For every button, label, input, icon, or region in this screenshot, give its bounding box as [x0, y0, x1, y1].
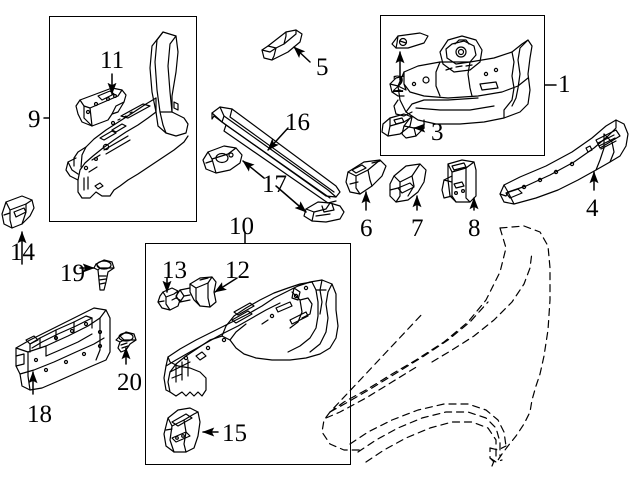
callout-leaders — [17, 46, 599, 437]
part-bar-end-bracket-left[interactable] — [202, 144, 244, 176]
callout-label-13[interactable]: 13 — [162, 257, 187, 284]
callout-label-17[interactable]: 17 — [262, 171, 287, 198]
part-hex-bolt-upper[interactable] — [92, 258, 116, 292]
frame-rail-assembly-art — [157, 276, 339, 453]
callout-label-11[interactable]: 11 — [100, 47, 125, 74]
part-lower-reinforcement-tab[interactable] — [381, 112, 414, 138]
callout-label-5[interactable]: 5 — [316, 54, 329, 81]
part-rail-clip-bracket[interactable] — [174, 275, 218, 309]
callout-label-4[interactable]: 4 — [586, 195, 599, 222]
cross-member-bar-art — [211, 106, 341, 204]
bar-end-bracket-right-art — [303, 201, 345, 223]
part-apron-bracket-center[interactable] — [388, 162, 428, 204]
apron-panel-assembly-art — [65, 31, 189, 199]
callout-label-19[interactable]: 19 — [60, 260, 85, 287]
callout-label-20[interactable]: 20 — [117, 369, 142, 396]
callout-label-3[interactable]: 3 — [431, 119, 444, 146]
part-box-bracket-right[interactable] — [440, 158, 478, 204]
gusset-bracket-left-art — [345, 159, 387, 195]
hex-bolt-upper-art — [93, 259, 115, 291]
bumper-beam-assembly-art — [15, 307, 111, 391]
front-fender-phantom-outline — [320, 222, 560, 472]
callout-label-15[interactable]: 15 — [222, 420, 247, 447]
part-end-cap-bracket[interactable] — [2, 194, 38, 230]
callout-label-2[interactable]: 2 — [392, 71, 405, 98]
part-apron-mount-bracket[interactable] — [76, 86, 130, 130]
callout-label-7[interactable]: 7 — [411, 215, 424, 242]
box-bracket-right-art — [441, 159, 477, 203]
callout-label-8[interactable]: 8 — [468, 215, 481, 242]
callout-label-10[interactable]: 10 — [229, 213, 254, 240]
upper-rail-member-art — [499, 119, 629, 205]
front-frame-rail-assembly-art — [381, 32, 533, 139]
part-hex-bolt-lower[interactable] — [114, 330, 138, 354]
callout-label-6[interactable]: 6 — [360, 215, 373, 242]
callout-label-9[interactable]: 9 — [28, 106, 41, 133]
part-upper-bracket-small[interactable] — [390, 31, 430, 51]
part-gusset-bracket-left[interactable] — [344, 158, 388, 196]
bar-end-bracket-left-art — [202, 145, 243, 174]
part-upper-rail-member[interactable] — [498, 118, 630, 208]
part-rail-closure-bracket[interactable] — [162, 406, 202, 454]
part-bumper-beam-assembly[interactable] — [14, 306, 112, 392]
callout-label-14[interactable]: 14 — [10, 239, 35, 266]
apron-panel-box[interactable] — [49, 16, 197, 222]
end-cap-bracket-art — [1, 195, 35, 229]
front-fender-phantom-outline-art — [321, 225, 551, 467]
callout-label-18[interactable]: 18 — [27, 401, 52, 428]
part-bar-end-bracket-right[interactable] — [302, 200, 346, 224]
callout-label-1[interactable]: 1 — [558, 71, 571, 98]
apron-bracket-center-art — [389, 163, 427, 203]
callout-label-12[interactable]: 12 — [225, 257, 250, 284]
frame-rail-box[interactable] — [145, 243, 351, 465]
callout-label-16[interactable]: 16 — [285, 109, 310, 136]
part-small-wedge-bracket[interactable] — [260, 28, 306, 62]
front-frame-rail-box[interactable] — [380, 15, 545, 156]
